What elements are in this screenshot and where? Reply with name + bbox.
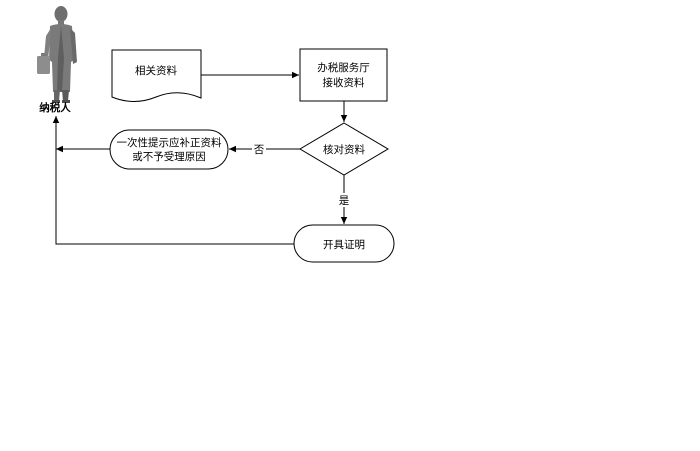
related-docs-label: 相关资料 <box>135 64 177 77</box>
taxpayer-actor: 纳税人 <box>37 6 77 114</box>
terminator-shape <box>109 129 229 170</box>
no-label: 否 <box>254 144 265 156</box>
node-related-docs: 相关资料 <box>111 49 202 102</box>
issue-certificate-label: 开具证明 <box>323 239 365 251</box>
edge-certificate-to-taxpayer <box>52 116 294 245</box>
businessman-silhouette-icon <box>37 6 77 103</box>
verify-docs-label: 核对资料 <box>323 143 365 156</box>
node-verify-docs: 核对资料 <box>299 122 389 176</box>
node-tax-hall: 办税服务厅 接收资料 <box>299 48 388 102</box>
taxpayer-label: 纳税人 <box>39 101 71 114</box>
notify-label-line1: 一次性提示应补正资料 <box>117 136 222 149</box>
node-notify-supplement: 一次性提示应补正资料 或不予受理原因 <box>109 129 229 170</box>
no-label-bg <box>252 142 266 156</box>
process-box <box>299 48 388 102</box>
yes-label-bg <box>337 193 351 207</box>
document-shape <box>111 49 202 102</box>
notify-label-line2: 或不予受理原因 <box>132 151 206 163</box>
yes-label: 是 <box>339 195 350 207</box>
tax-hall-label-line2: 接收资料 <box>323 76 365 89</box>
tax-hall-label-line1: 办税服务厅 <box>317 61 370 74</box>
node-issue-certificate: 开具证明 <box>293 224 395 263</box>
edges: 否 是 <box>52 71 351 245</box>
